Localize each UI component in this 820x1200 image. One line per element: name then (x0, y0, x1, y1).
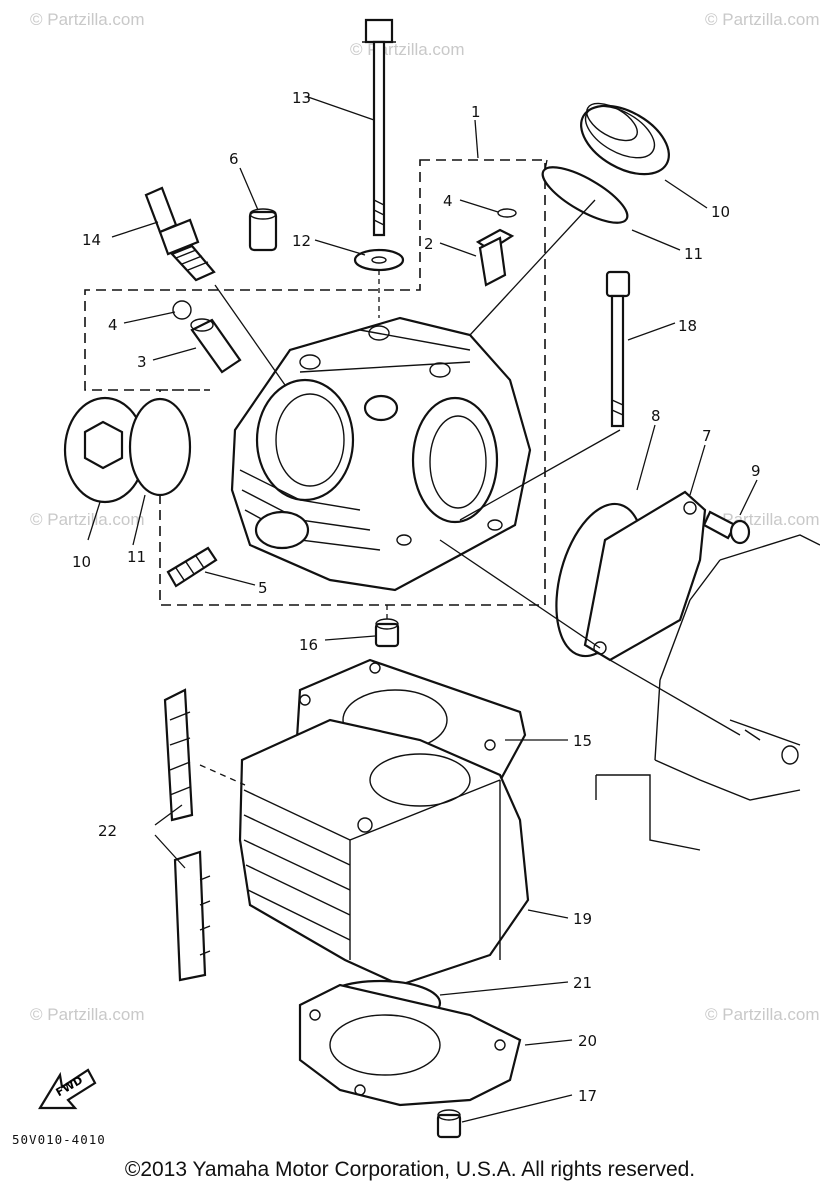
part-9-bolt (702, 510, 751, 545)
callout-6: 6 (229, 150, 239, 168)
part-19-cylinder (238, 718, 530, 987)
callout-14: 14 (82, 231, 101, 249)
callout-18: 18 (678, 317, 697, 335)
part-20-base-gasket (298, 983, 522, 1107)
callout-11b: 11 (127, 548, 146, 566)
callout-5: 5 (258, 579, 268, 597)
callout-7: 7 (702, 427, 712, 445)
callout-9: 9 (751, 462, 761, 480)
part-10-cap (580, 102, 670, 176)
callout-4b: 4 (108, 316, 118, 334)
watermark: © Partzilla.com (705, 10, 820, 29)
watermark: © Partzilla.com (705, 1005, 820, 1024)
callout-19: 19 (573, 910, 592, 928)
callout-22: 22 (98, 822, 117, 840)
part-12-washer (353, 248, 405, 272)
callout-2: 2 (424, 235, 434, 253)
callout-15: 15 (573, 732, 592, 750)
callout-10b: 10 (72, 553, 91, 571)
watermark: © Partzilla.com (30, 1005, 145, 1024)
watermark: © Partzilla.com (30, 10, 145, 29)
callout-13: 13 (292, 89, 311, 107)
part-7-side-cover (583, 490, 707, 662)
part-10-plug-cap (63, 396, 147, 504)
callout-1: 1 (471, 103, 481, 121)
callout-3: 3 (137, 353, 147, 371)
callout-4a: 4 (443, 192, 453, 210)
callout-12: 12 (292, 232, 311, 250)
copyright-notice: ©2013 Yamaha Motor Corporation, U.S.A. A… (124, 1158, 696, 1181)
part-4-clip (172, 300, 192, 320)
part-17-dowel (436, 1109, 462, 1139)
callout-17: 17 (578, 1087, 597, 1105)
callout-21: 21 (573, 974, 592, 992)
callout-10a: 10 (711, 203, 730, 221)
part-6-dowel (248, 208, 278, 252)
callout-16: 16 (299, 636, 318, 654)
callouts: 13 1 6 14 12 4 2 4 3 10 11 18 8 7 9 5 10… (72, 89, 761, 1105)
part-5-stud (166, 546, 218, 588)
part-11-o-ring (128, 397, 192, 497)
leader-lines (87, 96, 758, 1123)
part-4-clip (497, 208, 517, 218)
diagram-code: 50V010-4010 (12, 1132, 106, 1147)
crankcase-outline (595, 534, 820, 851)
part-16-dowel (374, 618, 400, 648)
callout-20: 20 (578, 1032, 597, 1050)
part-2-valve-guide (475, 228, 515, 287)
callout-11a: 11 (684, 245, 703, 263)
part-14-spark-plug (144, 186, 216, 282)
part-13-bolt (362, 18, 396, 237)
part-3-valve-guide (190, 318, 242, 374)
part-11-o-ring (541, 166, 629, 224)
part-18-bolt (605, 270, 631, 428)
callout-8: 8 (651, 407, 661, 425)
fwd-arrow: FWD (38, 1068, 97, 1110)
watermark: © Partzilla.com (30, 510, 145, 529)
cylinder-head (230, 316, 532, 592)
part-22-chain-guides (163, 688, 211, 982)
